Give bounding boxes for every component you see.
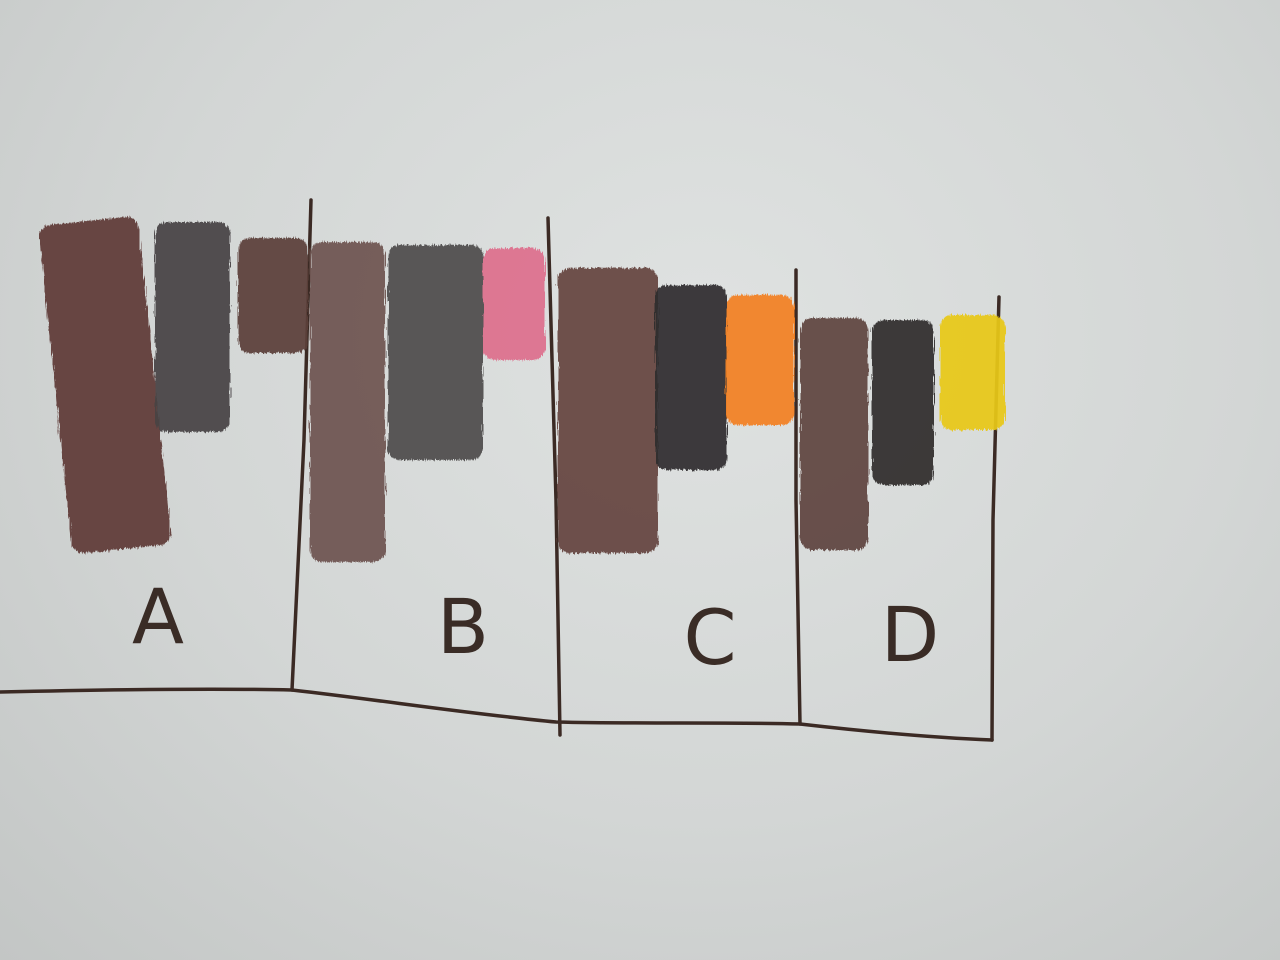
baseline (0, 687, 994, 742)
swatch-d-3 (940, 315, 1005, 430)
swatch-d-2 (872, 320, 934, 485)
swatch-d-1 (800, 318, 868, 550)
swatch-c-1 (558, 268, 658, 553)
swatch-b-2 (388, 245, 483, 460)
section-label-a: A (132, 572, 184, 661)
section-label-b: B (437, 582, 489, 671)
swatch-group (39, 216, 1005, 562)
divider-2 (546, 216, 562, 737)
section-label-d: D (881, 590, 940, 679)
swatch-c-3 (726, 295, 794, 425)
section-label-c: C (683, 593, 736, 682)
swatch-b-1 (310, 242, 385, 562)
swatch-c-2 (655, 285, 727, 470)
swatch-b-3 (483, 248, 545, 360)
swatch-a-1 (39, 216, 171, 554)
divider-3 (794, 268, 802, 726)
section-letters: A B C D (132, 572, 939, 682)
swatch-a-3 (238, 238, 308, 353)
divider-1 (290, 198, 313, 692)
swatch-a-2 (155, 222, 230, 432)
